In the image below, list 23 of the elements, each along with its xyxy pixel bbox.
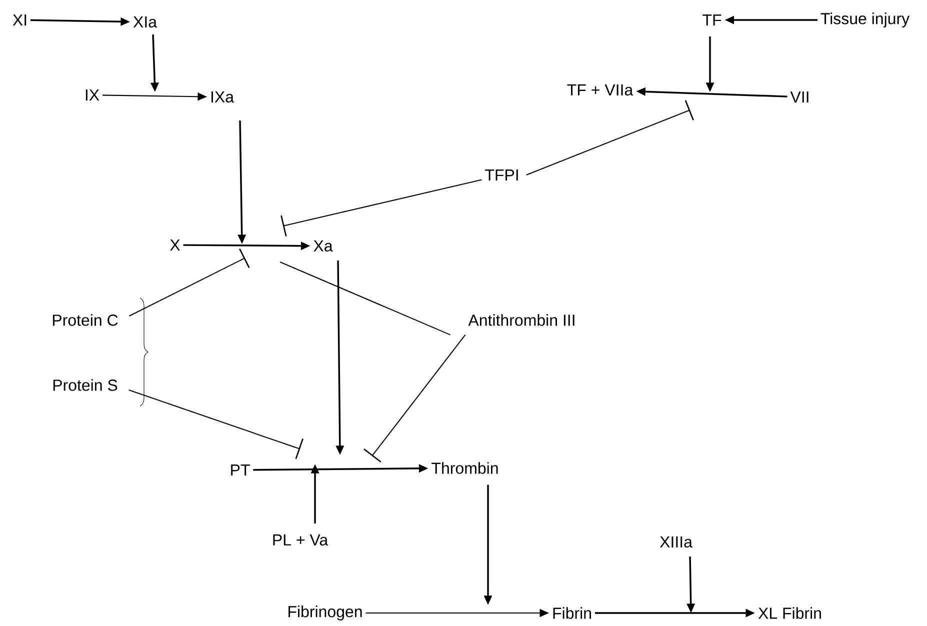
node-label: Antithrombin III xyxy=(468,314,574,326)
node-label: PT xyxy=(231,464,250,476)
node-label: PL + Va xyxy=(273,534,328,546)
node-label: X xyxy=(170,240,180,250)
node-label: VII xyxy=(790,92,808,102)
node-label: TFPI xyxy=(485,170,518,180)
node-label: Thrombin xyxy=(432,462,498,474)
node-label: IXa xyxy=(211,91,234,103)
node-label: Protein S xyxy=(53,379,118,391)
node-label: XL Fibrin xyxy=(758,607,821,619)
node-label: Fibrin xyxy=(553,607,591,619)
node-label: Tissue injury xyxy=(820,12,910,28)
node-label: IX xyxy=(86,90,100,100)
node-label: XI xyxy=(12,14,26,26)
node-label: Xa xyxy=(314,240,333,252)
node-label: TF + VIIa xyxy=(567,84,634,96)
node-label: Fibrinogen xyxy=(288,606,362,620)
arrow xyxy=(526,100,694,176)
node-label: XIa xyxy=(133,16,157,28)
node-label: Protein C xyxy=(52,314,118,326)
arrow xyxy=(280,179,482,236)
node-label: XIIIa xyxy=(660,536,692,548)
node-label: TF xyxy=(702,14,722,26)
